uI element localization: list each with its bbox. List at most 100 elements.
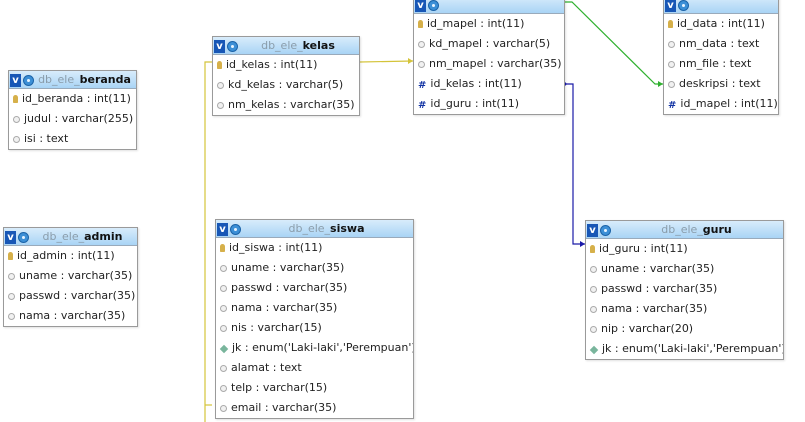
column-label: jk : enum('Laki-laki','Perempuan') bbox=[232, 341, 413, 354]
column-label: passwd : varchar(35) bbox=[231, 281, 348, 294]
key-icon bbox=[590, 245, 595, 253]
key-icon bbox=[8, 252, 13, 260]
column-row[interactable]: email : varchar(35) bbox=[216, 398, 413, 418]
table-siswa[interactable]: v db_ele_siswa id_siswa : int(11) uname : v… bbox=[215, 219, 414, 419]
table-controls: v bbox=[214, 39, 238, 53]
column-row[interactable]: uname : varchar(35) bbox=[216, 258, 413, 278]
column-row[interactable]: id_kelas : int(11) bbox=[213, 55, 359, 75]
column-row[interactable]: #id_guru : int(11) bbox=[414, 94, 564, 114]
table-title: db_ele_guru bbox=[637, 223, 732, 236]
column-row[interactable]: judul : varchar(255) bbox=[9, 109, 136, 129]
column-row[interactable]: nama : varchar(35) bbox=[216, 298, 413, 318]
key-icon bbox=[418, 20, 423, 28]
column-label: telp : varchar(15) bbox=[231, 381, 328, 394]
table-db-name: db_ele_ bbox=[288, 222, 331, 235]
column-row[interactable]: id_siswa : int(11) bbox=[216, 238, 413, 258]
gear-icon[interactable] bbox=[600, 224, 611, 236]
column-label: id_siswa : int(11) bbox=[229, 241, 323, 254]
v-toggle-icon[interactable]: v bbox=[415, 0, 426, 12]
column-label: alamat : text bbox=[231, 361, 302, 374]
gear-icon[interactable] bbox=[227, 40, 238, 52]
column-row[interactable]: id_admin : int(11) bbox=[4, 246, 137, 266]
table-title: db_ele_admin bbox=[19, 230, 123, 243]
column-row[interactable]: id_mapel : int(11) bbox=[414, 14, 564, 34]
column-row[interactable]: nm_kelas : varchar(35) bbox=[213, 95, 359, 115]
column-row[interactable]: nama : varchar(35) bbox=[4, 306, 137, 326]
column-row[interactable]: id_beranda : int(11) bbox=[9, 89, 136, 109]
column-row[interactable]: uname : varchar(35) bbox=[586, 259, 783, 279]
key-icon bbox=[13, 95, 18, 103]
field-icon bbox=[220, 325, 227, 332]
column-row[interactable]: nm_data : text bbox=[664, 34, 778, 54]
column-row[interactable]: nm_mapel : varchar(35) bbox=[414, 54, 564, 74]
column-row[interactable]: id_data : int(11) bbox=[664, 14, 778, 34]
field-icon bbox=[220, 385, 227, 392]
field-icon bbox=[13, 136, 20, 143]
column-row[interactable]: deskripsi : text bbox=[664, 74, 778, 94]
table-title bbox=[477, 0, 501, 11]
table-controls: v bbox=[10, 73, 34, 87]
column-label: jk : enum('Laki-laki','Perempuan') bbox=[602, 342, 783, 355]
gear-icon[interactable] bbox=[18, 231, 29, 243]
table-mapel[interactable]: v id_mapel : int(11)kd_mapel : varchar(5)… bbox=[413, 0, 565, 115]
v-toggle-icon[interactable]: v bbox=[665, 0, 676, 12]
column-row[interactable]: #id_mapel : int(11) bbox=[664, 94, 778, 114]
foreign-key-icon: # bbox=[418, 80, 427, 91]
column-row[interactable]: nis : varchar(15) bbox=[216, 318, 413, 338]
table-header[interactable]: v bbox=[414, 0, 564, 14]
column-row[interactable]: nama : varchar(35) bbox=[586, 299, 783, 319]
v-toggle-icon[interactable]: v bbox=[217, 222, 228, 236]
column-label: id_kelas : int(11) bbox=[430, 77, 522, 90]
table-db-name: db_ele_ bbox=[42, 230, 85, 243]
table-header[interactable]: v bbox=[664, 0, 778, 14]
gear-icon[interactable] bbox=[678, 0, 689, 11]
column-row[interactable]: telp : varchar(15) bbox=[216, 378, 413, 398]
column-row[interactable]: id_guru : int(11) bbox=[586, 239, 783, 259]
table-name: siswa bbox=[330, 222, 365, 235]
column-label: nama : varchar(35) bbox=[19, 309, 126, 322]
column-label: nama : varchar(35) bbox=[231, 301, 338, 314]
column-row[interactable]: #id_kelas : int(11) bbox=[414, 74, 564, 94]
column-row[interactable]: passwd : varchar(35) bbox=[216, 278, 413, 298]
column-row[interactable]: nip : varchar(20) bbox=[586, 319, 783, 339]
field-icon bbox=[220, 405, 227, 412]
v-toggle-icon[interactable]: v bbox=[5, 230, 16, 244]
field-icon bbox=[220, 305, 227, 312]
column-row[interactable]: nm_file : text bbox=[664, 54, 778, 74]
column-row[interactable]: kd_kelas : varchar(5) bbox=[213, 75, 359, 95]
column-row[interactable]: isi : text bbox=[9, 129, 136, 149]
table-db-name: db_ele_ bbox=[38, 73, 80, 86]
column-row[interactable]: jk : enum('Laki-laki','Perempuan') bbox=[586, 339, 783, 359]
gear-icon[interactable] bbox=[23, 74, 34, 86]
relation-mapel-kelas-end-marker bbox=[408, 58, 413, 64]
column-row[interactable]: passwd : varchar(35) bbox=[586, 279, 783, 299]
table-header[interactable]: v db_ele_siswa bbox=[216, 220, 413, 238]
gear-icon[interactable] bbox=[230, 223, 241, 235]
column-label: nip : varchar(20) bbox=[601, 322, 694, 335]
column-row[interactable]: uname : varchar(35) bbox=[4, 266, 137, 286]
v-toggle-icon[interactable]: v bbox=[587, 223, 598, 237]
v-toggle-icon[interactable]: v bbox=[214, 39, 225, 53]
v-toggle-icon[interactable]: v bbox=[10, 73, 21, 87]
column-label: passwd : varchar(35) bbox=[601, 282, 718, 295]
column-label: id_guru : int(11) bbox=[599, 242, 688, 255]
column-label: judul : varchar(255) bbox=[24, 112, 134, 125]
relation-guru-end-marker bbox=[580, 241, 585, 247]
column-row[interactable]: passwd : varchar(35) bbox=[4, 286, 137, 306]
column-row[interactable]: alamat : text bbox=[216, 358, 413, 378]
column-row[interactable]: jk : enum('Laki-laki','Perempuan') bbox=[216, 338, 413, 358]
column-row[interactable]: kd_mapel : varchar(5) bbox=[414, 34, 564, 54]
table-header[interactable]: v db_ele_guru bbox=[586, 221, 783, 239]
gear-icon[interactable] bbox=[428, 0, 439, 11]
column-label: email : varchar(35) bbox=[231, 401, 337, 414]
relation-data-mapel-marker bbox=[658, 81, 663, 87]
column-label: passwd : varchar(35) bbox=[19, 289, 136, 302]
table-guru[interactable]: v db_ele_guru id_guru : int(11) uname : var… bbox=[585, 220, 784, 360]
